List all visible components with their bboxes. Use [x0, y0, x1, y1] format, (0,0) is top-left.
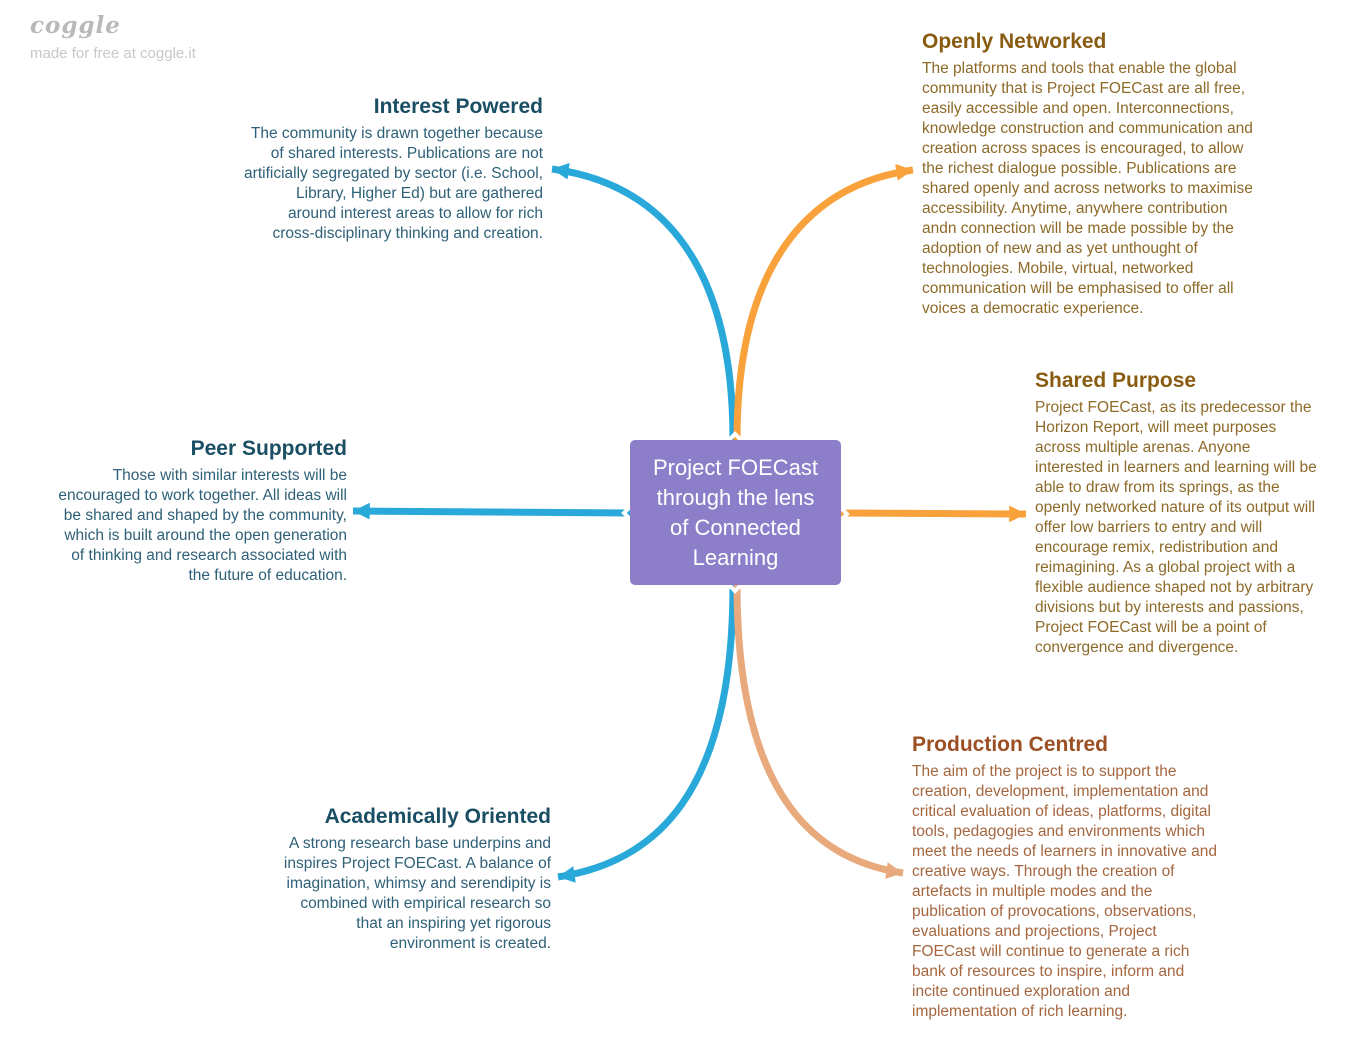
node-notch-left [621, 503, 634, 523]
branch-line-peer-supported[interactable] [352, 502, 632, 520]
branch-title-peer-supported[interactable]: Peer Supported [190, 437, 347, 460]
branch-title-production-centred[interactable]: Production Centred [912, 733, 1109, 756]
watermark-tagline: made for free at coggle.it [30, 45, 196, 62]
branch-title-openly-networked[interactable]: Openly Networked [922, 30, 1107, 53]
center-node[interactable]: Project FOECast through the lens of Conn… [630, 440, 841, 585]
coggle-logo[interactable]: coggle [30, 12, 121, 39]
branch-academically-oriented[interactable]: Academically Oriented A strong research … [231, 804, 551, 954]
branch-curve-interest-powered[interactable] [551, 162, 737, 441]
node-notch-right [837, 504, 850, 524]
watermark: coggle made for free at coggle.it [30, 12, 196, 62]
branch-body-openly-networked[interactable]: The platforms and tools that enable the … [922, 60, 1253, 317]
branch-shared-purpose[interactable]: Shared Purpose Project FOECast, as its p… [1035, 368, 1357, 658]
branch-curve-academically-oriented[interactable] [557, 584, 737, 883]
branch-peer-supported[interactable]: Peer Supported Those with similar intere… [12, 436, 347, 586]
branch-interest-powered[interactable]: Interest Powered The community is drawn … [198, 94, 543, 244]
branch-line-shared-purpose[interactable] [839, 505, 1027, 523]
node-notch-bottom [725, 581, 745, 594]
branch-openly-networked[interactable]: Openly Networked The platforms and tools… [922, 29, 1274, 319]
branch-body-academically-oriented[interactable]: A strong research base underpins and ins… [283, 835, 551, 952]
branch-production-centred[interactable]: Production Centred The aim of the projec… [912, 732, 1260, 1022]
branch-body-interest-powered[interactable]: The community is drawn together because … [244, 125, 543, 242]
branch-title-interest-powered[interactable]: Interest Powered [373, 95, 543, 118]
branch-title-academically-oriented[interactable]: Academically Oriented [324, 805, 551, 828]
branch-body-peer-supported[interactable]: Those with similar interests will be enc… [58, 467, 347, 584]
branch-curve-production-centred[interactable] [733, 584, 904, 879]
branch-curve-openly-networked[interactable] [733, 164, 914, 441]
branch-body-shared-purpose[interactable]: Project FOECast, as its predecessor the … [1035, 399, 1317, 656]
branch-title-shared-purpose[interactable]: Shared Purpose [1035, 369, 1197, 392]
branch-body-production-centred[interactable]: The aim of the project is to support the… [912, 763, 1218, 1020]
node-notch-top [725, 431, 745, 444]
